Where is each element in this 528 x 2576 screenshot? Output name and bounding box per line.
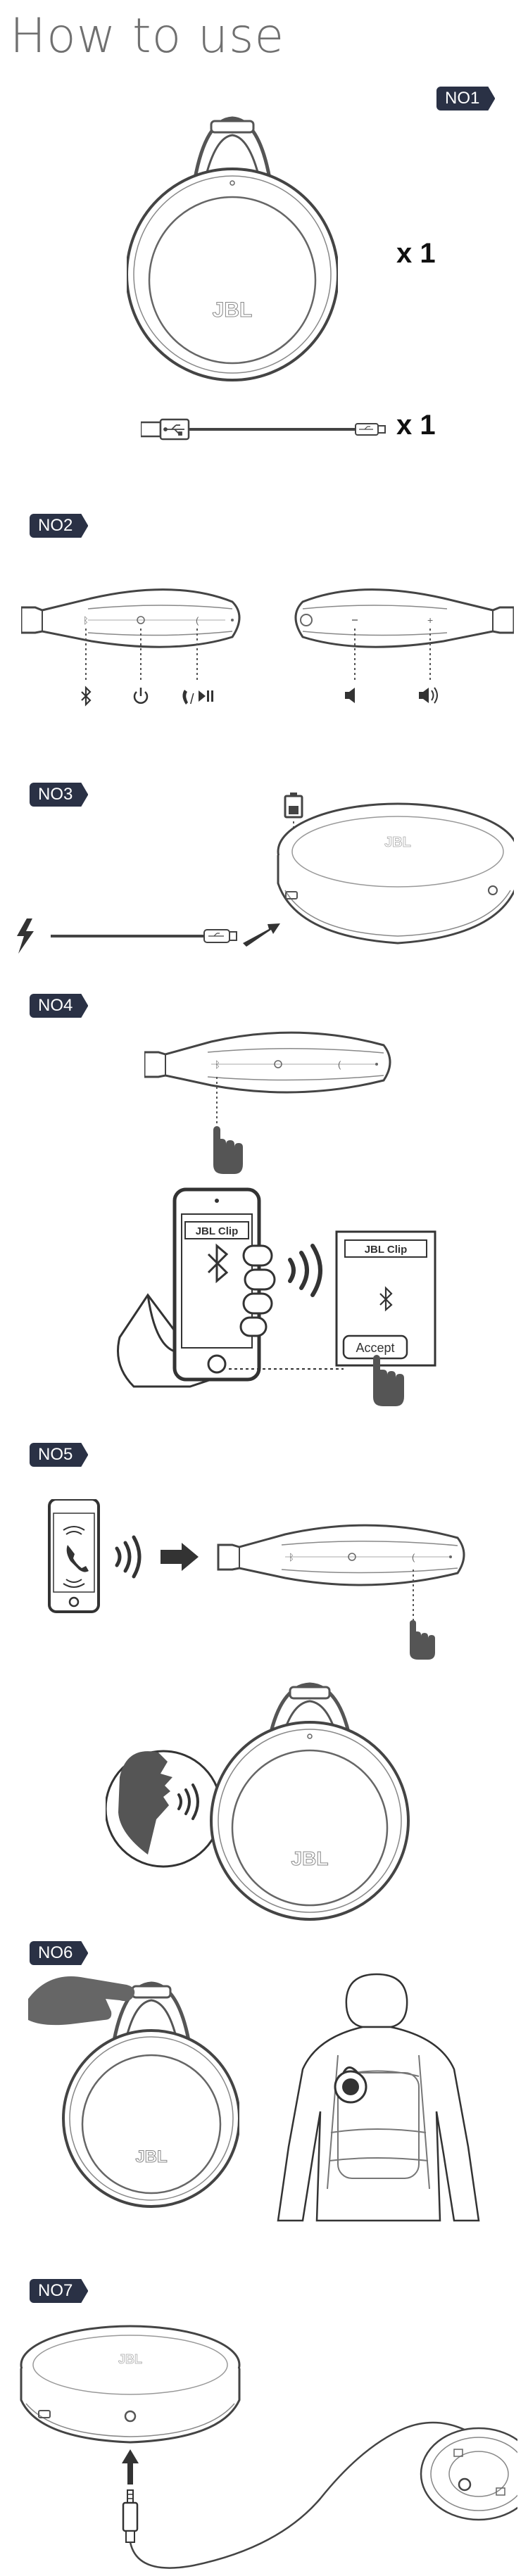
speaker-side-left: ᛒ ( <box>21 588 241 648</box>
svg-text:+: + <box>427 614 433 626</box>
badge-no2: NO2 <box>30 514 89 538</box>
svg-text:JBL: JBL <box>135 2147 167 2166</box>
svg-text:ᛒ: ᛒ <box>289 1552 294 1562</box>
volume-down-icon <box>345 688 355 703</box>
phone-play-pause-icon: / <box>182 690 213 707</box>
page-title: How to use <box>10 8 285 64</box>
voice-call-diagram: JBL <box>106 1682 410 1921</box>
aux-connection-diagram: JBL <box>20 2325 517 2569</box>
battery-icon <box>284 793 303 819</box>
svg-text:JBL: JBL <box>384 835 411 850</box>
accept-button[interactable]: Accept <box>356 1341 394 1355</box>
dialog-device-name: JBL Clip <box>365 1244 408 1256</box>
usb-cable <box>141 418 386 441</box>
svg-text:(: ( <box>338 1059 341 1070</box>
speaker-quantity: x 1 <box>396 238 436 269</box>
badge-no7: NO7 <box>30 2279 89 2303</box>
audio-jack <box>122 2489 139 2543</box>
svg-text:ᛒ: ᛒ <box>83 615 89 626</box>
person-backpack-illustration <box>277 1973 480 2222</box>
svg-text:/: / <box>190 692 194 707</box>
charging-diagram: JBL <box>17 793 514 954</box>
bluetooth-icon <box>81 686 92 707</box>
badge-no3: NO3 <box>30 783 89 807</box>
phone-device-name: JBL Clip <box>196 1225 239 1237</box>
incoming-call-diagram: ᛒ ( <box>48 1499 465 1660</box>
badge-no1: NO1 <box>436 87 496 111</box>
speaker-bluetooth-press: ᛒ ( <box>144 1031 391 1174</box>
bluetooth-pairing-diagram: JBL Clip JBL Clip Accept <box>117 1187 436 1406</box>
speaker-clip-hold: JBL <box>28 1976 239 2208</box>
volume-up-icon <box>419 687 438 704</box>
badge-no4: NO4 <box>30 994 89 1018</box>
bluetooth-icon <box>379 1286 393 1312</box>
speaker-front-view: JBL <box>127 116 338 381</box>
bluetooth-icon <box>207 1243 229 1284</box>
svg-text:JBL: JBL <box>291 1848 329 1869</box>
badge-no5: NO5 <box>30 1443 89 1467</box>
svg-text:(: ( <box>412 1552 415 1562</box>
lightning-icon <box>17 918 34 954</box>
voice-icon <box>106 1750 222 1868</box>
svg-text:ᛒ: ᛒ <box>215 1059 220 1070</box>
speaker-side-buttons-view: ᛒ ( + / <box>21 588 514 707</box>
brand-logo: JBL <box>213 298 253 322</box>
svg-text:JBL: JBL <box>118 2352 142 2366</box>
usb-icon <box>163 424 184 436</box>
tapping-hand-icon <box>373 1355 404 1406</box>
hand-icon <box>28 1976 135 2026</box>
speaker-side-right: + <box>294 588 514 648</box>
power-icon <box>133 688 149 704</box>
badge-no6: NO6 <box>30 1941 89 1965</box>
cable-quantity: x 1 <box>396 410 436 441</box>
svg-text:(: ( <box>196 615 199 626</box>
phone-call-icon <box>66 1545 89 1572</box>
pointing-hand-icon <box>213 1126 243 1174</box>
